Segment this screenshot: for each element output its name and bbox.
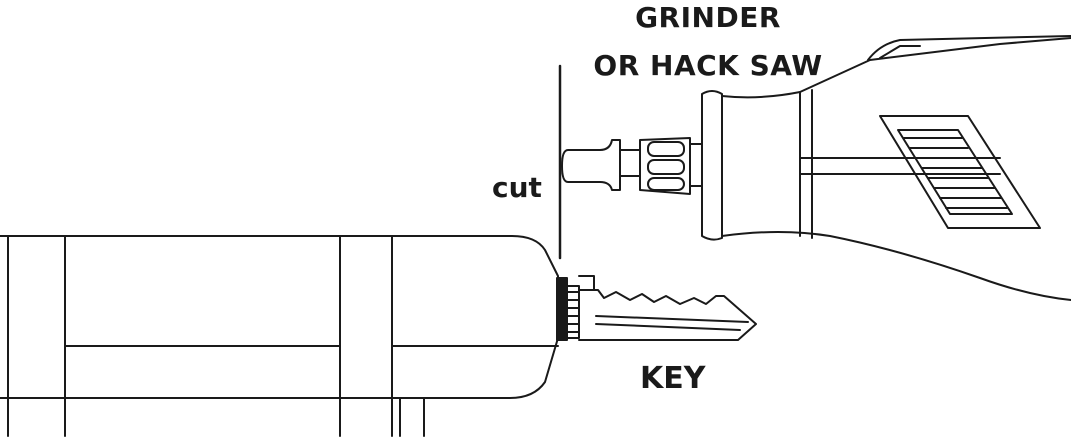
lock-body bbox=[0, 235, 559, 437]
rotary-tool bbox=[561, 35, 1071, 301]
key-label: KEY bbox=[640, 361, 706, 396]
key-cylinder bbox=[556, 277, 580, 341]
cut-label: cut bbox=[492, 171, 542, 204]
key bbox=[578, 275, 757, 341]
tool-label-line1: GRINDER bbox=[635, 1, 781, 34]
tool-label-line2: OR HACK SAW bbox=[593, 49, 823, 82]
